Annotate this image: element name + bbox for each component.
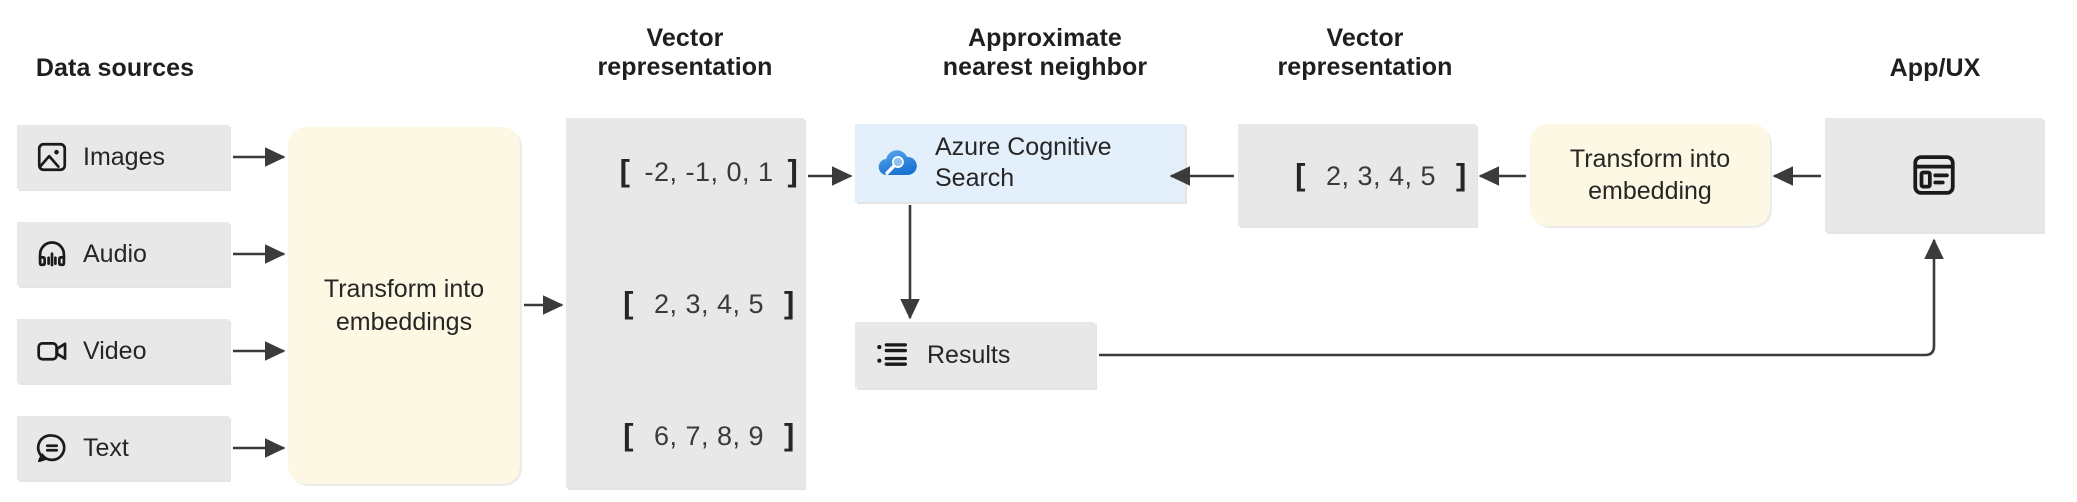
header-data-sources: Data sources	[35, 54, 195, 82]
bracket-close: ]	[784, 417, 795, 452]
vector-values: -2, -1, 0, 1	[644, 157, 774, 187]
vector-row: [2, 3, 4, 5]	[575, 254, 795, 352]
bracket-close: ]	[1456, 157, 1467, 192]
vector-row: [6, 7, 8, 9]	[575, 386, 795, 484]
azure-cognitive-search-box[interactable]: Azure Cognitive Search	[855, 124, 1185, 202]
bracket-open: [	[1295, 157, 1306, 192]
app-window-icon	[1909, 150, 1959, 200]
source-label: Images	[83, 142, 165, 171]
bracket-open: [	[619, 153, 631, 188]
header-approximate-nearest-neighbor: Approximate nearest neighbor	[942, 24, 1148, 81]
speech-bubble-icon	[35, 431, 69, 465]
results-box[interactable]: Results	[855, 322, 1095, 388]
headphones-icon	[35, 237, 69, 271]
arrow-results-to-app	[1099, 238, 1944, 357]
image-icon	[35, 140, 69, 174]
source-item-video[interactable]: Video	[17, 319, 229, 383]
bracket-open: [	[623, 285, 634, 320]
vector-values: 2, 3, 4, 5	[1325, 161, 1437, 191]
source-item-text[interactable]: Text	[17, 416, 229, 480]
source-label: Video	[83, 336, 147, 365]
source-item-images[interactable]: Images	[17, 125, 229, 189]
vector-values: 2, 3, 4, 5	[653, 289, 765, 319]
video-camera-icon	[35, 334, 69, 368]
bulleted-list-icon	[873, 336, 911, 374]
bracket-open: [	[623, 417, 634, 452]
transform-label: Transform into embedding	[1569, 144, 1731, 206]
header-vector-representation-right: Vector representation	[1277, 24, 1453, 81]
app-ux-box[interactable]	[1825, 118, 2043, 232]
azure-cognitive-search-label: Azure Cognitive Search	[935, 132, 1112, 192]
vector-representation-left-box: [ -2, -1, 0, 1] [2, 3, 4, 5] [6, 7, 8, 9]	[566, 118, 804, 488]
transform-label: Transform into embeddings	[323, 275, 485, 336]
bracket-close: ]	[784, 285, 795, 320]
source-label: Text	[83, 433, 129, 462]
results-label: Results	[927, 340, 1011, 369]
source-item-audio[interactable]: Audio	[17, 222, 229, 286]
vector-representation-right-box: [2, 3, 4, 5]	[1238, 124, 1476, 226]
transform-into-embeddings-box[interactable]: Transform into embeddings	[288, 127, 520, 484]
azure-cognitive-search-logo	[873, 140, 919, 186]
header-app-ux: App/UX	[1889, 54, 1981, 82]
header-vector-representation-left: Vector representation	[597, 24, 773, 81]
source-label: Audio	[83, 239, 147, 268]
transform-into-embedding-box[interactable]: Transform into embedding	[1530, 124, 1770, 226]
vector-row: [ -2, -1, 0, 1]	[572, 122, 799, 220]
bracket-close: ]	[787, 153, 799, 188]
vector-row: [2, 3, 4, 5]	[1247, 126, 1467, 224]
vector-values: 6, 7, 8, 9	[653, 421, 765, 451]
